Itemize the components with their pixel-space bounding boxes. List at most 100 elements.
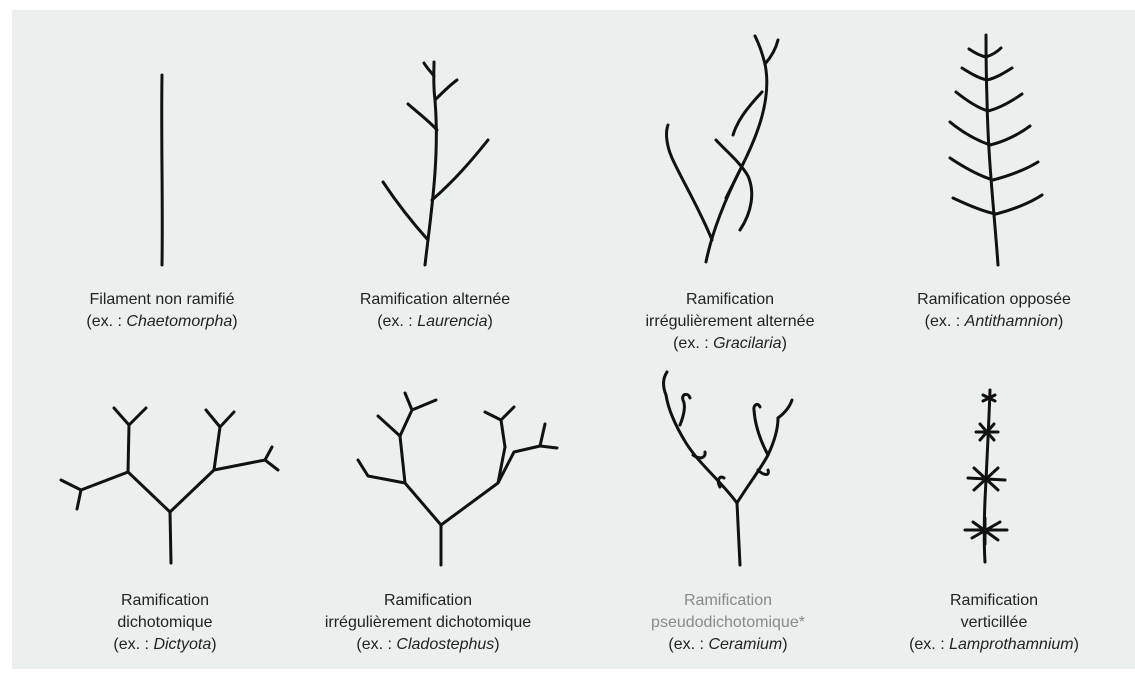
example-genus: Cladostephus	[396, 636, 494, 653]
drawing-ramification-dichotomique	[61, 408, 278, 563]
alternee-branch	[432, 140, 488, 200]
irreg-dicho-branch	[540, 446, 557, 448]
opposee-branch-pair	[950, 158, 1038, 180]
pseudo-branch	[778, 400, 792, 418]
caption-ramification-verticillee: Ramification verticillée (ex. : Lamproth…	[864, 590, 1124, 656]
caption-title-line: Ramification	[598, 590, 858, 612]
alternee-branch	[408, 104, 437, 130]
caption-ramification-irregulierement-dichotomique: Ramification irrégulièrement dichotomiqu…	[298, 590, 558, 656]
opposee-main-axis	[986, 35, 998, 265]
irreg-dicho-branch	[378, 416, 400, 436]
caption-example-line: (ex. : Chaetomorpha)	[32, 311, 292, 333]
pseudo-branch	[663, 372, 667, 395]
irreg-dicho-branch	[358, 460, 405, 483]
pseudo-branch	[754, 404, 768, 455]
caption-title-line: Ramification	[35, 590, 295, 612]
example-genus: Lamprothamnium	[949, 636, 1074, 653]
example-genus: Laurencia	[417, 313, 487, 330]
caption-title-line: Ramification	[864, 590, 1124, 612]
pseudo-branch	[758, 470, 768, 475]
caption-title-line: irrégulièrement dichotomique	[298, 612, 558, 634]
dicho-branch	[129, 408, 146, 425]
example-suffix: )	[782, 335, 787, 352]
irreg-dicho-branch	[400, 436, 441, 525]
caption-title-line: Ramification alternée	[305, 289, 565, 311]
caption-title-line: Ramification	[298, 590, 558, 612]
example-suffix: )	[494, 636, 499, 653]
example-prefix: (ex. :	[113, 636, 153, 653]
example-prefix: (ex. :	[356, 636, 396, 653]
verticillee-whorl	[965, 518, 1007, 544]
example-genus: Chaetomorpha	[126, 313, 232, 330]
drawing-ramification-pseudodichotomique	[663, 372, 792, 565]
dicho-main-axis	[170, 512, 171, 563]
caption-title-line: Ramification	[600, 289, 860, 311]
drawing-ramification-alternee	[383, 62, 488, 265]
caption-title-line: irrégulièrement alternée	[600, 311, 860, 333]
caption-title-line: dichotomique	[35, 612, 295, 634]
caption-title-line: Ramification opposée	[864, 289, 1124, 311]
alternee-branch	[383, 182, 428, 240]
pseudo-branch	[666, 395, 737, 503]
drawing-filament-non-ramifie	[162, 75, 163, 265]
drawing-ramification-irregulierement-dichotomique	[358, 393, 557, 565]
caption-ramification-alternee: Ramification alternée (ex. : Laurencia)	[305, 289, 565, 333]
example-suffix: )	[211, 636, 216, 653]
example-prefix: (ex. :	[925, 313, 965, 330]
caption-filament-non-ramifie: Filament non ramifié (ex. : Chaetomorpha…	[32, 289, 292, 333]
irreg-dicho-branch	[412, 400, 436, 410]
irreg-dicho-branch	[501, 407, 514, 420]
caption-title-line: verticillée	[864, 612, 1124, 634]
filament-stem	[162, 75, 163, 265]
example-genus: Antithamnion	[965, 313, 1058, 330]
dicho-branch	[170, 427, 220, 512]
alternee-branch	[435, 80, 457, 100]
dicho-branch	[265, 460, 278, 470]
caption-ramification-dichotomique: Ramification dichotomique (ex. : Dictyot…	[35, 590, 295, 656]
irreg-dicho-branch	[540, 424, 545, 446]
example-prefix: (ex. :	[377, 313, 417, 330]
caption-example-line: (ex. : Gracilaria)	[600, 333, 860, 355]
irreg-alternee-branch	[726, 170, 740, 198]
opposee-branch-pair	[953, 195, 1042, 214]
example-suffix: )	[1058, 313, 1063, 330]
caption-example-line: (ex. : Lamprothamnium)	[864, 634, 1124, 656]
dicho-branch	[220, 412, 234, 427]
drawing-ramification-irregulierement-alternee	[667, 36, 778, 262]
irreg-dicho-branch	[400, 393, 412, 436]
opposee-branch-pair	[956, 92, 1022, 111]
example-prefix: (ex. :	[668, 636, 708, 653]
irreg-alternee-branch	[667, 125, 712, 240]
drawing-ramification-verticillee	[965, 390, 1007, 562]
pseudo-main-axis	[737, 503, 740, 565]
caption-example-line: (ex. : Cladostephus)	[298, 634, 558, 656]
caption-title-line: pseudodichotomique*	[598, 612, 858, 634]
example-suffix: )	[487, 313, 492, 330]
alternee-main-axis	[425, 62, 436, 265]
example-genus: Gracilaria	[713, 335, 781, 352]
example-suffix: )	[232, 313, 237, 330]
example-prefix: (ex. :	[909, 636, 949, 653]
caption-example-line: (ex. : Ceramium)	[598, 634, 858, 656]
caption-ramification-opposee: Ramification opposée (ex. : Antithamnion…	[864, 289, 1124, 333]
caption-example-line: (ex. : Antithamnion)	[864, 311, 1124, 333]
dicho-branch	[214, 447, 272, 470]
irreg-alternee-branch	[765, 40, 778, 64]
irreg-dicho-branch	[441, 447, 505, 525]
example-prefix: (ex. :	[86, 313, 126, 330]
caption-ramification-pseudodichotomique: Ramification pseudodichotomique* (ex. : …	[598, 590, 858, 656]
dicho-branch	[77, 490, 81, 509]
example-suffix: )	[782, 636, 787, 653]
example-suffix: )	[1074, 636, 1079, 653]
caption-title-line: Filament non ramifié	[32, 289, 292, 311]
caption-example-line: (ex. : Laurencia)	[305, 311, 565, 333]
pseudo-branch	[680, 394, 690, 425]
example-genus: Dictyota	[153, 636, 211, 653]
example-genus: Ceramium	[708, 636, 782, 653]
caption-ramification-irregulierement-alternee: Ramification irrégulièrement alternée (e…	[600, 289, 860, 355]
dicho-branch	[114, 408, 129, 425]
example-prefix: (ex. :	[673, 335, 713, 352]
dicho-branch	[206, 410, 220, 427]
dicho-branch	[61, 472, 128, 490]
